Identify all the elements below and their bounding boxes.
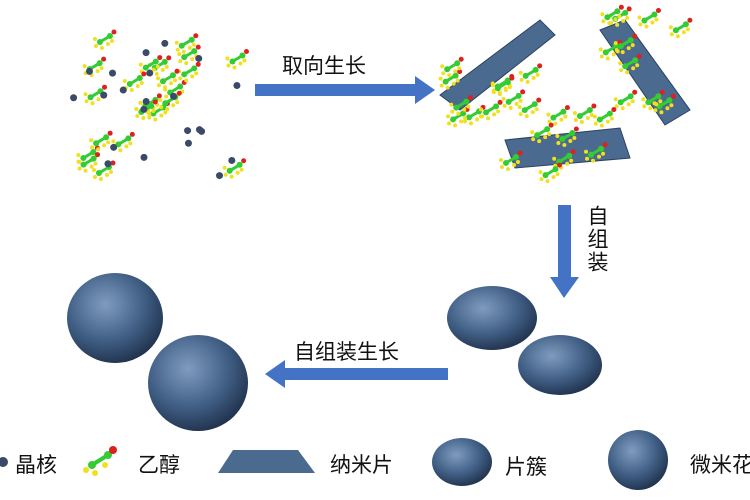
ethanol-molecule — [637, 7, 661, 29]
ethanol-molecule — [82, 56, 107, 78]
legend-label-microflower: 微米花 — [690, 453, 750, 477]
ethanol-molecule — [517, 97, 542, 119]
ethanol-molecule — [177, 61, 201, 83]
nucleus — [184, 139, 192, 147]
ethanol-molecule — [641, 89, 665, 111]
ethanol-molecule — [76, 152, 101, 173]
ethanol-molecule — [600, 4, 624, 26]
ethanol-molecule — [225, 48, 249, 70]
nucleus — [195, 54, 203, 62]
ethanol-molecule — [518, 63, 543, 84]
arrow-self-assembly — [550, 205, 579, 298]
ethanol-molecule — [438, 69, 463, 90]
label-self-assembly-growth: 自组装生长 — [294, 340, 399, 364]
nanosheet-1 — [439, 19, 556, 111]
sheet-cluster-1 — [447, 286, 537, 350]
arrow-self-assembly-growth — [265, 360, 448, 388]
nucleus — [184, 127, 192, 135]
nucleus — [119, 86, 127, 94]
ethanol-molecule — [613, 33, 638, 55]
nucleus — [70, 94, 78, 102]
ethanol-molecule — [222, 158, 247, 179]
nucleus — [233, 81, 241, 89]
legend-nucleus-icon — [0, 457, 8, 467]
legend-label-ethanol: 乙醇 — [138, 453, 180, 477]
ethanol-molecule — [598, 39, 623, 61]
ethanol-molecule — [592, 107, 617, 128]
ethanol-on-sheets — [438, 4, 693, 184]
ethanol-molecule — [530, 122, 554, 144]
nucleus — [170, 92, 178, 100]
legend-ethanol-icon — [83, 446, 117, 476]
ethanol-molecule — [652, 93, 676, 115]
ethanol-molecule — [446, 106, 470, 128]
nucleus — [228, 156, 236, 164]
nucleus — [140, 105, 148, 113]
legend-label-sheet-cluster: 片簇 — [505, 455, 547, 479]
nuclei-and-ethanol-mixture — [70, 29, 249, 181]
microflower-1 — [67, 273, 163, 363]
label-self-assembly: 自组装 — [585, 205, 609, 274]
ethanol-molecule — [440, 56, 464, 78]
legend-label-nanosheet: 纳米片 — [330, 453, 393, 477]
nucleus — [104, 160, 112, 168]
nucleus — [85, 67, 93, 75]
ethanol-molecule — [546, 105, 570, 126]
nucleus — [109, 69, 117, 77]
ethanol-molecule — [155, 68, 180, 90]
ethanol-molecule — [501, 89, 526, 110]
ethanol-molecule — [449, 95, 473, 116]
ethanol-molecule — [584, 142, 608, 163]
ethanol-molecule — [668, 17, 693, 39]
sheet-cluster-2 — [518, 335, 602, 395]
ethanol-molecule — [618, 53, 642, 75]
nucleus — [161, 39, 169, 47]
arrow-oriented-growth — [255, 76, 435, 104]
nucleus — [216, 172, 224, 180]
ethanol-molecule — [92, 29, 117, 51]
ethanol-molecule — [538, 162, 563, 184]
ethanol-molecule — [479, 99, 503, 121]
legend-microflower-icon — [608, 430, 668, 490]
ethanol-molecule — [89, 130, 113, 152]
ethanol-molecule — [174, 33, 199, 54]
nucleus — [146, 69, 154, 77]
nucleus — [110, 143, 118, 151]
label-oriented-growth: 取向生长 — [282, 54, 366, 78]
legend-sheet-cluster-icon — [432, 438, 492, 486]
ethanol-molecule — [490, 75, 515, 97]
legend-label-nucleus: 晶核 — [15, 453, 57, 477]
nucleus — [142, 98, 150, 106]
nucleus — [142, 49, 150, 57]
microflower-2 — [148, 335, 248, 431]
ethanol-molecule — [572, 103, 597, 125]
ethanol-molecule — [499, 150, 523, 171]
nucleus — [100, 91, 108, 99]
nucleus — [140, 153, 148, 161]
nucleus — [196, 126, 204, 134]
ethanol-molecule — [555, 126, 579, 148]
ethanol-molecule — [613, 89, 638, 111]
legend-nanosheet-icon — [218, 450, 315, 473]
